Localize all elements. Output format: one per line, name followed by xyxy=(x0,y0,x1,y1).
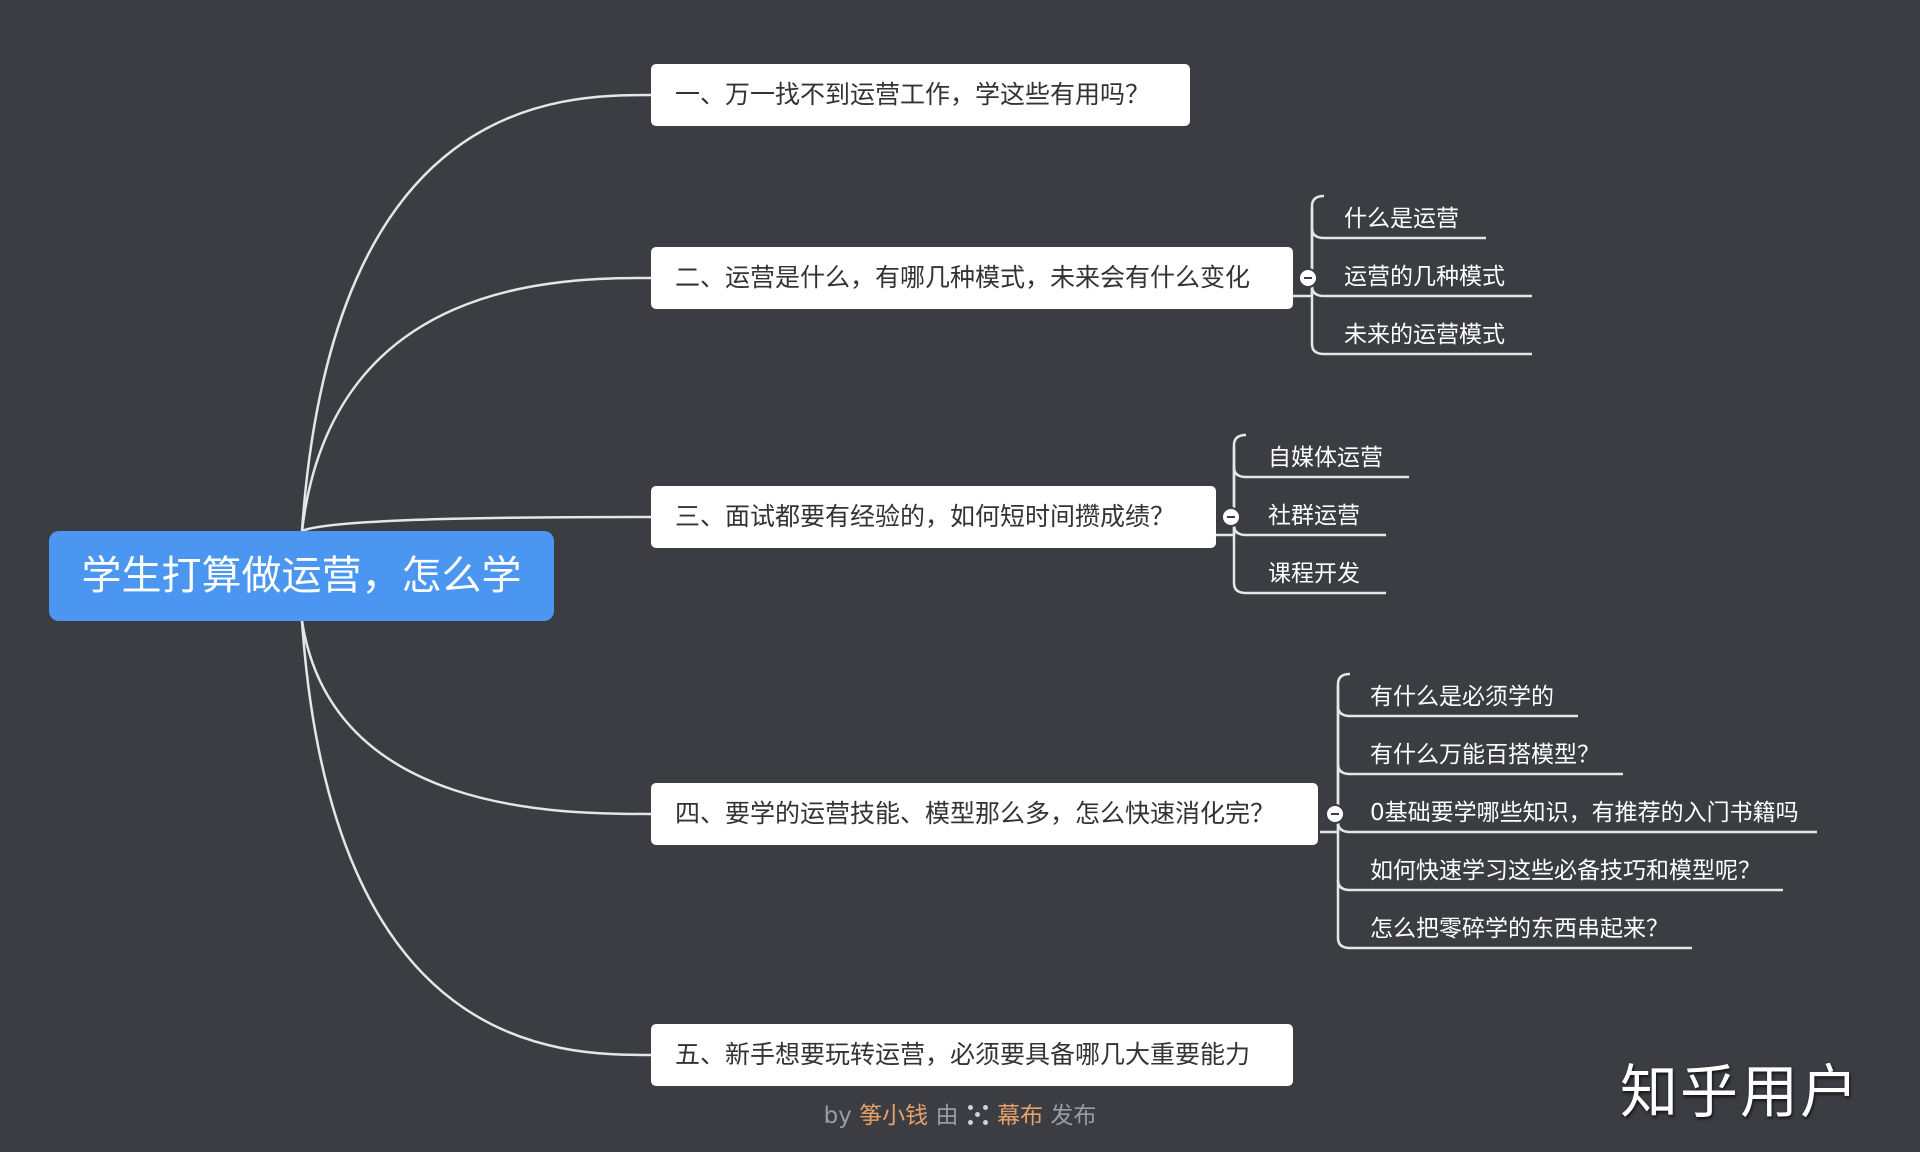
leaf-bracket-link xyxy=(1336,672,1351,832)
leaf-topic[interactable]: 有什么是必须学的 xyxy=(1370,684,1554,710)
leaf-underline-link xyxy=(1232,582,1386,595)
collapse-toggle-icon[interactable] xyxy=(1325,804,1345,824)
leaf-topic[interactable]: 怎么把零碎学的东西串起来？ xyxy=(1370,916,1669,942)
root-branch-link xyxy=(301,515,652,533)
leaf-topic[interactable]: 运营的几种模式 xyxy=(1344,264,1505,290)
author-link[interactable]: 筝小钱 xyxy=(859,1103,929,1129)
collapse-toggle-icon[interactable] xyxy=(1298,268,1318,288)
leaf-topic[interactable]: 未来的运营模式 xyxy=(1344,322,1505,348)
leaf-underline-link xyxy=(1310,343,1532,356)
leaf-bracket-link xyxy=(1232,433,1247,535)
leaf-topic[interactable]: 有什么万能百搭模型？ xyxy=(1370,742,1600,768)
collapse-toggle-icon[interactable] xyxy=(1221,507,1241,527)
leaf-topic[interactable]: 自媒体运营 xyxy=(1268,445,1383,471)
platform-link[interactable]: 幕布 xyxy=(997,1103,1044,1129)
root-branch-link xyxy=(300,620,652,1057)
leaf-topic[interactable]: 什么是运营 xyxy=(1344,206,1459,232)
root-topic[interactable]: 学生打算做运营，怎么学 xyxy=(49,531,554,621)
branch-topic-5[interactable]: 五、新手想要玩转运营，必须要具备哪几大重要能力 xyxy=(651,1024,1293,1086)
leaf-topic[interactable]: 社群运营 xyxy=(1268,503,1360,529)
leaf-underline-link xyxy=(1336,937,1692,950)
root-branch-link xyxy=(300,620,652,816)
branch-topic-4[interactable]: 四、要学的运营技能、模型那么多，怎么快速消化完？ xyxy=(651,783,1318,845)
footer-publish: 发布 xyxy=(1050,1103,1097,1129)
leaf-bracket-link xyxy=(1310,194,1325,296)
leaf-topic[interactable]: 课程开发 xyxy=(1268,561,1360,587)
branch-topic-1[interactable]: 一、万一找不到运营工作，学这些有用吗？ xyxy=(651,64,1190,126)
branch-topic-3[interactable]: 三、面试都要有经验的，如何短时间攒成绩？ xyxy=(651,486,1216,548)
leaf-topic[interactable]: 0基础要学哪些知识，有推荐的入门书籍吗 xyxy=(1370,800,1799,826)
footer-via: 由 xyxy=(935,1103,959,1129)
leaf-topic[interactable]: 如何快速学习这些必备技巧和模型呢？ xyxy=(1370,858,1761,884)
watermark-text: 知乎用户 xyxy=(1620,1058,1861,1126)
root-branch-link xyxy=(300,276,652,532)
publish-footer: by 筝小钱 由 幕布 发布 xyxy=(0,1096,1920,1130)
root-branch-link xyxy=(300,93,652,532)
footer-by: by xyxy=(823,1103,852,1129)
branch-topic-2[interactable]: 二、运营是什么，有哪几种模式，未来会有什么变化 xyxy=(651,247,1293,309)
mubu-logo-icon xyxy=(967,1105,988,1125)
